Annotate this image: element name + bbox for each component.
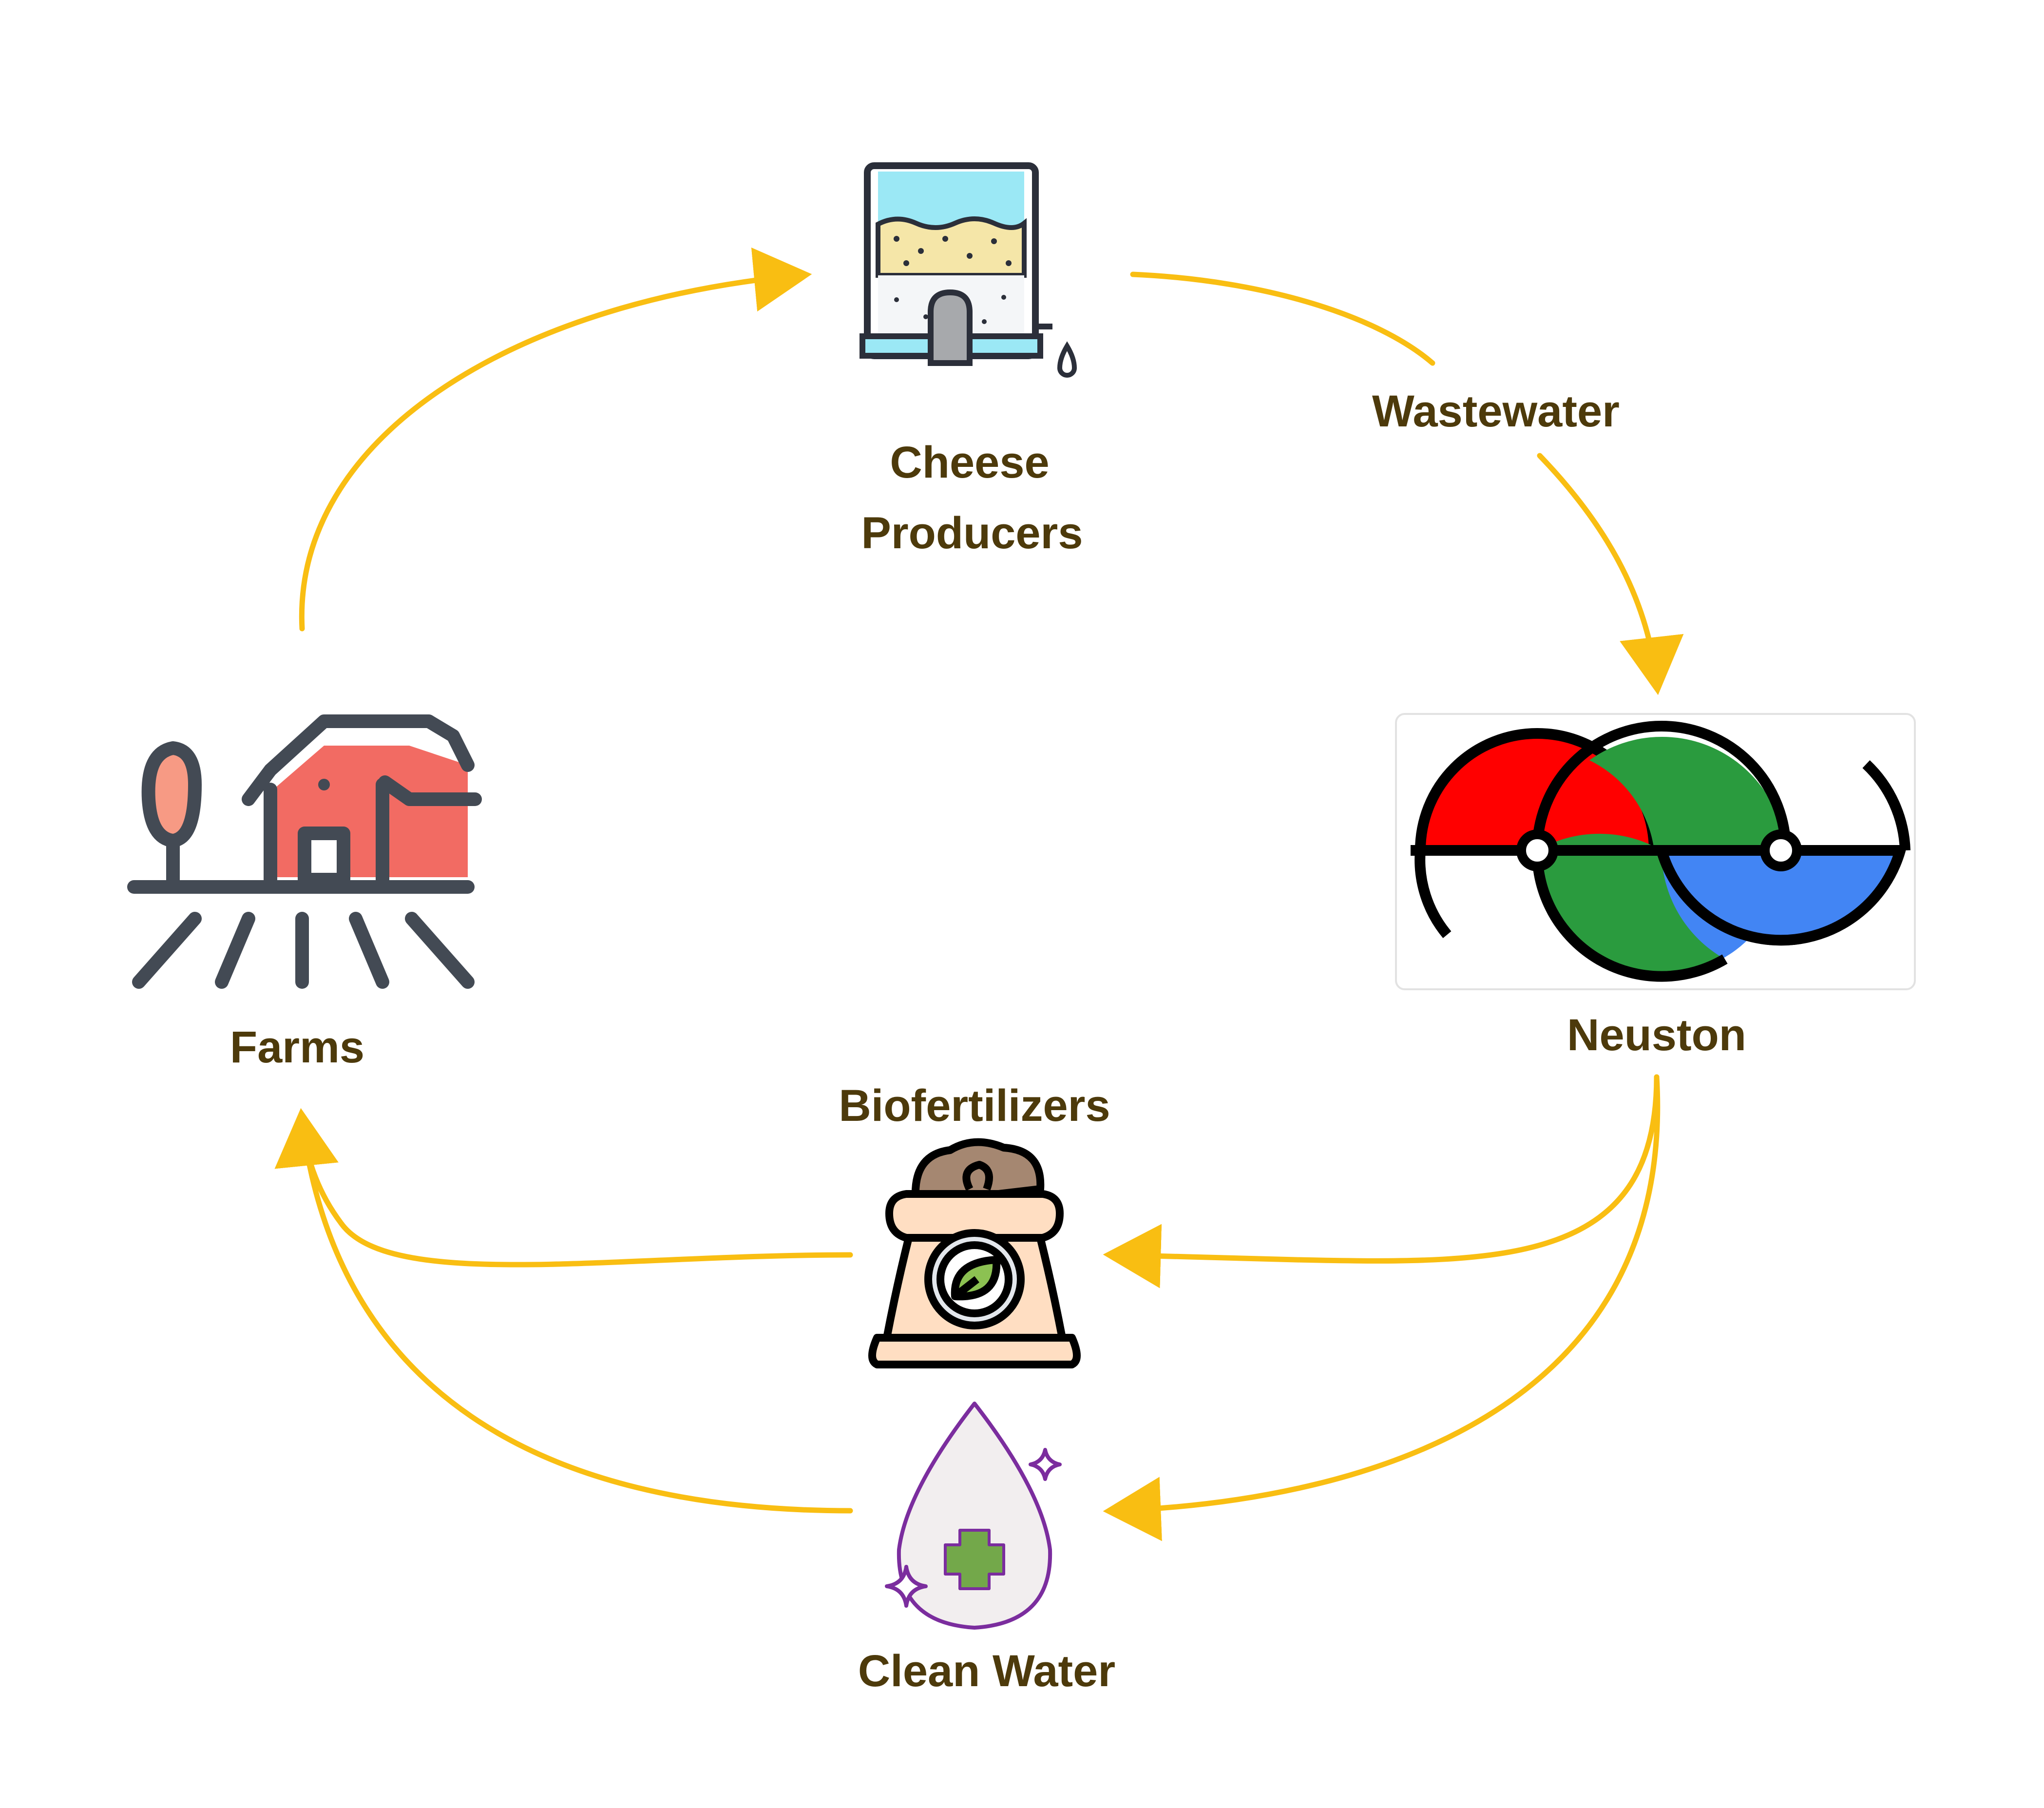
biofertilizers-label: Biofertilizers: [839, 1081, 1110, 1131]
arrows: [274, 247, 1684, 1541]
cheese-label-line2: Producers: [861, 508, 1083, 558]
arrow-biofertilizers-to-farms: [274, 1108, 853, 1268]
arrow-farms-to-cheese: [299, 247, 812, 632]
farms-label: Farms: [230, 1022, 364, 1072]
wastewater-label: Wastewater: [1372, 386, 1620, 436]
arrow-neuston-to-biofertilizers: [1103, 1074, 1660, 1289]
cheese-vat-icon: [860, 162, 1077, 378]
farm-barn-icon: [127, 714, 482, 989]
neuston-logo-icon: [1395, 713, 1916, 990]
arrow-neuston-to-clean-water: [1103, 1074, 1661, 1541]
clean-water-label: Clean Water: [858, 1646, 1115, 1696]
arrow-wastewater-to-neuston: [1537, 453, 1684, 695]
clean-water-drop-icon: [885, 1402, 1062, 1630]
arrow-clean-water-to-farms: [299, 1118, 853, 1514]
neuston-label: Neuston: [1567, 1010, 1746, 1060]
cheese-label-line1: Cheese: [890, 438, 1049, 487]
fertilizer-bag-icon: [868, 1138, 1081, 1368]
arrow-cheese-to-wastewater: [1130, 271, 1435, 366]
